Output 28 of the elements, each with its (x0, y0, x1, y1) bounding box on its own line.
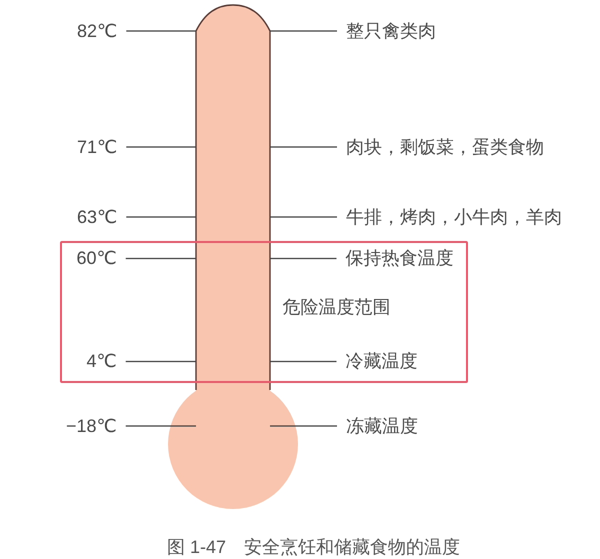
leader-line (126, 258, 196, 260)
storage-label: 冻藏温度 (346, 416, 418, 436)
leader-line (126, 425, 196, 427)
leader-line (270, 360, 336, 362)
leader-line (270, 30, 337, 32)
temperature-label: 63℃ (77, 206, 118, 228)
leader-line (126, 216, 196, 218)
range-label: 危险温度范围 (282, 297, 390, 318)
leader-line (270, 425, 337, 427)
highlight-box (60, 241, 468, 383)
leader-line (126, 30, 196, 32)
temperature-label: 82℃ (77, 20, 118, 42)
temperature-label: 4℃ (86, 351, 117, 372)
leader-line (270, 216, 337, 218)
food-label: 整只禽类肉 (346, 20, 436, 42)
leader-line (126, 146, 196, 148)
leader-line (126, 360, 196, 362)
temperature-label: −18℃ (66, 416, 117, 436)
thermometer-drawing (167, 3, 299, 511)
leader-line (270, 146, 337, 148)
temperature-label: 71℃ (77, 136, 118, 158)
leader-line (270, 258, 336, 260)
food-label: 牛排，烤肉，小牛肉，羊肉 (346, 206, 562, 228)
storage-label: 冷藏温度 (346, 351, 418, 372)
food-label: 肉块，剩饭菜，蛋类食物 (346, 136, 544, 158)
temperature-label: 60℃ (76, 248, 117, 269)
figure-caption: 图 1-47 安全烹饪和储藏食物的温度 (167, 536, 460, 558)
storage-label: 保持热食温度 (346, 248, 454, 269)
